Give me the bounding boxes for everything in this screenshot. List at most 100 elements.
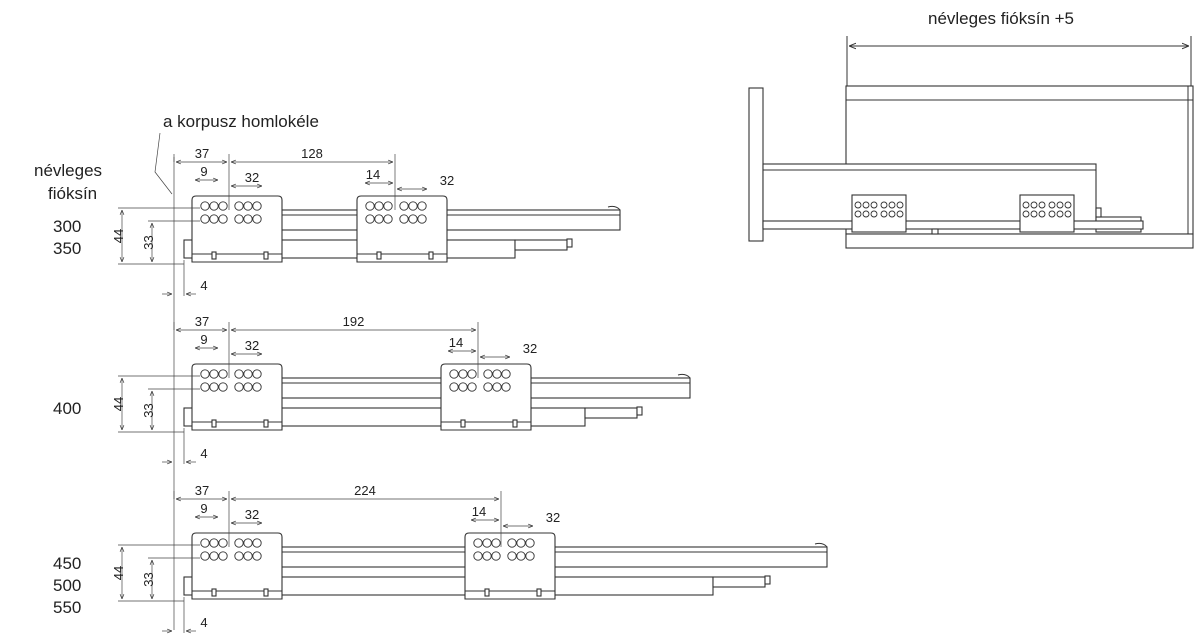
dim-rear-offset-label: 14 (366, 167, 380, 182)
side-bracket-hole (1056, 201, 1064, 209)
rear-bracket-hole (483, 382, 493, 392)
rear-bracket-hole (492, 382, 502, 392)
dim-spacing-label: 224 (354, 483, 376, 498)
side-bracket-hole (862, 210, 870, 218)
dim-gap-label: 4 (200, 446, 207, 461)
side-bracket-hole (1048, 210, 1056, 218)
rear-bracket-hole (449, 382, 459, 392)
front-bracket-screw-slot (263, 419, 269, 428)
rear-bracket-hole (399, 201, 409, 211)
front-bracket-hole (218, 382, 228, 392)
dim-rear-offset-label: 14 (449, 335, 463, 350)
front-bracket-hole (218, 551, 228, 561)
inner-rail-tail (514, 239, 568, 251)
front-bracket-hole (252, 201, 262, 211)
dim-height-33-label: 33 (141, 403, 156, 417)
side-bracket-hole (1064, 201, 1072, 209)
nominal-length-value: 300 (53, 217, 81, 236)
front-bracket-screw-slot (211, 419, 217, 428)
side-bracket-hole (862, 201, 870, 209)
rear-bracket-screw-slot (376, 251, 382, 260)
side-bracket-hole (870, 210, 878, 218)
front-bracket-hole (209, 551, 219, 561)
rear-bracket-hole (374, 201, 384, 211)
rear-bracket-hole (365, 214, 375, 224)
dim-rear-offset-label: 14 (472, 504, 486, 519)
dim-hole-pitch-label: 32 (245, 170, 259, 185)
drawer-front-panel (748, 87, 764, 242)
inner-rail-stop (636, 406, 643, 416)
rear-bracket (440, 363, 532, 431)
front-bracket-hole (234, 538, 244, 548)
dim-height-44-label: 44 (111, 566, 126, 580)
front-bracket (191, 195, 283, 263)
dim-hole-offset-label: 9 (200, 164, 207, 179)
side-view: névleges fióksín +5 (748, 9, 1194, 249)
rear-bracket-hole (482, 551, 492, 561)
front-bracket-hole (243, 382, 253, 392)
dim-front-label: 37 (195, 314, 209, 329)
inner-rail-tail (584, 407, 638, 419)
front-bracket-hole (200, 201, 210, 211)
side-bracket-hole (880, 201, 888, 209)
dim-height-33-label: 33 (141, 235, 156, 249)
front-edge-leader (154, 132, 173, 195)
rear-bracket-hole (525, 538, 535, 548)
front-bracket (191, 532, 283, 600)
rear-bracket-screw-slot (428, 251, 434, 260)
rear-bracket-hole (417, 201, 427, 211)
side-bracket-hole (854, 201, 862, 209)
front-bracket-holes (854, 201, 904, 218)
front-bracket-hole (218, 201, 228, 211)
rail-end-hook (677, 373, 691, 379)
nominal-length-value: 500 (53, 576, 81, 595)
rear-bracket-hole (467, 382, 477, 392)
rear-bracket-screw-slot (536, 588, 542, 597)
front-bracket-hole (209, 201, 219, 211)
front-bracket-hole (252, 382, 262, 392)
nominal-length-value: 400 (53, 399, 81, 418)
dim-rear-pitch-label: 32 (440, 173, 454, 188)
front-bracket-hole (234, 382, 244, 392)
rear-bracket-hole (458, 382, 468, 392)
dim-hole-pitch-label: 32 (245, 338, 259, 353)
front-bracket-screw-slot (211, 251, 217, 260)
cabinet-bottom (845, 233, 1194, 249)
dim-gap-label: 4 (200, 615, 207, 630)
rear-bracket-hole (482, 538, 492, 548)
front-bracket-hole (209, 369, 219, 379)
front-bracket-hole (218, 214, 228, 224)
dim-height-44-label: 44 (111, 397, 126, 411)
side-bracket-hole (896, 210, 904, 218)
rear-bracket-hole (516, 538, 526, 548)
side-view-title: névleges fióksín +5 (928, 9, 1074, 28)
side-bracket-hole (1022, 210, 1030, 218)
front-bracket (191, 363, 283, 431)
side-bracket-hole (1030, 210, 1038, 218)
side-bracket-hole (1022, 201, 1030, 209)
rail-end-hook (607, 205, 621, 211)
side-bracket-hole (870, 201, 878, 209)
rear-bracket-hole (408, 214, 418, 224)
front-bracket-screw-slot (211, 588, 217, 597)
rear-bracket-hole (408, 201, 418, 211)
rear-bracket-screw-slot (484, 588, 490, 597)
front-bracket-hole (252, 369, 262, 379)
front-bracket-hole (252, 538, 262, 548)
front-bracket-screw-slot (263, 588, 269, 597)
dim-rear-pitch-label: 32 (523, 341, 537, 356)
rear-bracket-hole (374, 214, 384, 224)
inner-rail-stop (764, 575, 771, 585)
side-bracket-hole (1056, 210, 1064, 218)
dim-spacing-label: 192 (343, 314, 365, 329)
rail-end-hook (814, 542, 828, 548)
nominal-label-line2: fióksín (48, 184, 97, 203)
side-bracket-hole (888, 201, 896, 209)
front-bracket-hole (218, 369, 228, 379)
rear-bracket-screw-slot (460, 419, 466, 428)
rear-bracket-hole (507, 538, 517, 548)
front-bracket-hole (243, 214, 253, 224)
